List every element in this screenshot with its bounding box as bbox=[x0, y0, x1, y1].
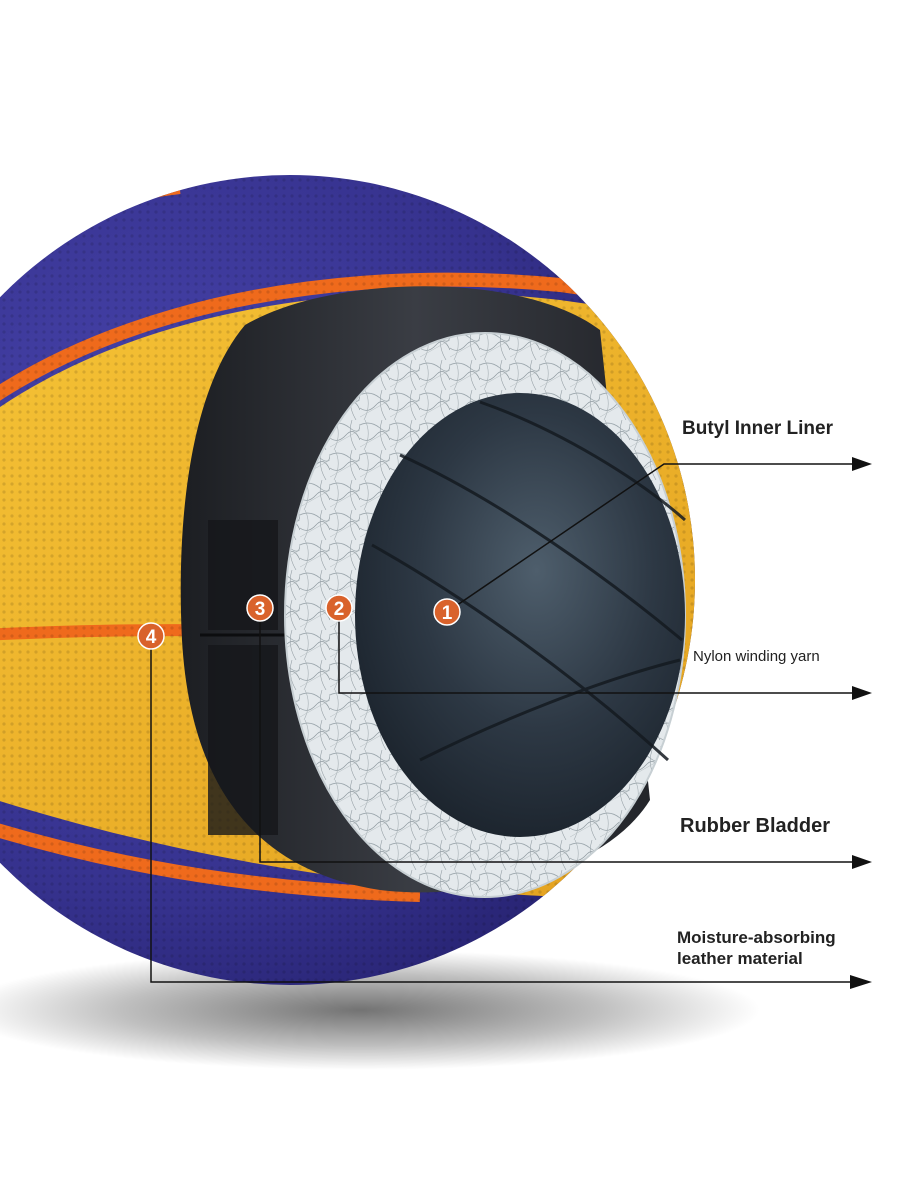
badge-2: 2 bbox=[325, 594, 353, 622]
arrowhead-4 bbox=[850, 975, 872, 989]
butyl-inner-core bbox=[355, 393, 685, 837]
label-butyl-inner-liner: Butyl Inner Liner bbox=[682, 418, 833, 439]
label-moisture-absorbing-leather: Moisture-absorbing leather material bbox=[677, 927, 836, 969]
leader-line-1 bbox=[446, 463, 858, 613]
label-4-line-1: Moisture-absorbing bbox=[677, 928, 836, 947]
ground-shadow bbox=[0, 950, 760, 1070]
arrowhead-3 bbox=[852, 855, 872, 869]
cutaway-section bbox=[180, 286, 686, 898]
leader-lines bbox=[150, 463, 858, 983]
leader-line-4 bbox=[150, 636, 855, 983]
badge-3: 3 bbox=[246, 594, 274, 622]
leader-line-3 bbox=[259, 608, 858, 863]
badge-4-number: 4 bbox=[146, 627, 157, 648]
badge-3-number: 3 bbox=[255, 599, 266, 620]
leader-line-2 bbox=[338, 608, 858, 694]
label-nylon-winding-yarn: Nylon winding yarn bbox=[693, 648, 820, 665]
badge-4: 4 bbox=[137, 622, 165, 650]
arrowhead-1 bbox=[852, 457, 872, 471]
label-rubber-bladder: Rubber Bladder bbox=[680, 815, 831, 837]
label-4-line-2: leather material bbox=[677, 949, 803, 968]
leader-arrowheads bbox=[850, 457, 872, 989]
arrowhead-2 bbox=[852, 686, 872, 700]
badge-1: 1 bbox=[433, 598, 461, 626]
core-seams bbox=[371, 400, 686, 762]
badge-2-number: 2 bbox=[334, 599, 345, 620]
bladder-slot-lower bbox=[208, 645, 278, 835]
badge-1-number: 1 bbox=[442, 603, 453, 624]
